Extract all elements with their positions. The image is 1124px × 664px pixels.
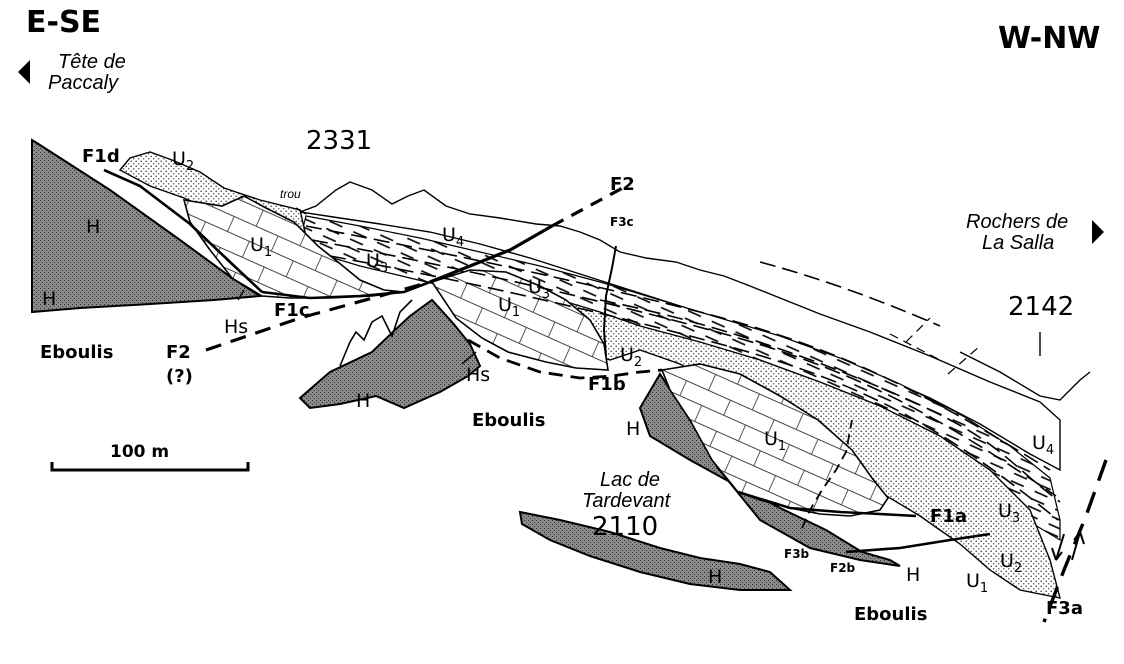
unit-u2-top: U2	[172, 148, 195, 174]
fault-label-f3a: F3a	[1046, 598, 1083, 619]
fault-f3c	[602, 245, 617, 357]
unit-u2-right: U2	[1000, 550, 1023, 576]
unit-u4-top: U4	[442, 224, 465, 250]
background-peaks	[339, 299, 413, 367]
h-body-left	[31, 138, 264, 314]
unit-h-right: H	[626, 418, 641, 440]
tete-de-paccaly-line2: Paccaly	[48, 72, 119, 94]
rochers-de-la-salla-label: Rochers de La Salla	[966, 212, 1068, 254]
tete-de-paccaly-line1: Tête de	[58, 51, 126, 73]
unit-h-bottom: H	[906, 564, 921, 586]
eboulis-centre: Eboulis	[472, 410, 546, 431]
h-body-lake	[518, 510, 793, 591]
fault-label-f1a: F1a	[930, 506, 967, 527]
unit-h-lake: H	[708, 566, 723, 588]
fault-label-f1c: F1c	[274, 300, 310, 321]
eboulis-right: Eboulis	[854, 604, 928, 625]
altitude-2331: 2331	[306, 126, 373, 156]
fault-label-f2-query: (?)	[166, 366, 193, 387]
tete-de-paccaly-label: Tête de Paccaly	[48, 52, 126, 94]
u4-slope-right	[959, 351, 1091, 401]
fault-f2-dashed-upper	[551, 182, 631, 228]
lac-line2: Tardevant	[582, 490, 671, 512]
unit-u3-left: U3	[366, 250, 389, 276]
u2-band-centre	[558, 298, 1061, 599]
arrow-left-icon	[18, 60, 30, 84]
fault-f1c	[261, 280, 431, 300]
u4-scarp-right	[889, 317, 981, 375]
fault-label-f1b: F1b	[588, 374, 626, 395]
fault-f3a	[1042, 459, 1108, 623]
fault-label-f2-top: F2	[610, 174, 635, 195]
h-body-centre	[298, 298, 482, 410]
fault-label-f2b: F2b	[830, 561, 856, 575]
fault-label-f2-left: F2	[166, 342, 191, 363]
unit-h-lower-left: H	[42, 288, 57, 310]
u1-body-centre	[430, 269, 609, 371]
fault-label-f3c: F3c	[610, 215, 634, 229]
trou-label: trou	[280, 187, 301, 201]
scale-bar	[50, 462, 250, 472]
fault-lines	[103, 168, 1108, 623]
unit-u3-right: U3	[998, 500, 1021, 526]
arrow-right-icon	[1092, 220, 1104, 244]
unit-hs-left: Hs	[224, 316, 249, 338]
unit-h-upper-left: H	[86, 216, 101, 238]
unit-u3-centre: U3	[528, 276, 551, 302]
fault-f2b	[845, 532, 991, 554]
fault-f1d	[103, 168, 263, 293]
rochers-line2: La Salla	[982, 232, 1055, 254]
rochers-line1: Rochers de	[966, 211, 1069, 233]
fault-f1a	[737, 490, 917, 518]
unit-u1-centre: U1	[498, 294, 521, 320]
orientation-left-label: E-SE	[26, 5, 102, 40]
u4-crest	[297, 181, 1061, 472]
fault-label-f1d: F1d	[82, 146, 120, 167]
altitude-2110: 2110	[592, 512, 659, 542]
unit-u2-centre: U2	[620, 344, 643, 370]
altitude-2142: 2142	[1008, 292, 1075, 322]
fault-f2-solid	[429, 224, 553, 284]
unit-u4-right: U4	[1032, 432, 1055, 458]
eboulis-left: Eboulis	[40, 342, 114, 363]
fault-label-f3b: F3b	[784, 547, 810, 561]
scale-bar-label: 100 m	[110, 442, 170, 462]
bedding-traces	[305, 225, 1061, 521]
unit-u1-bottom: U1	[966, 570, 989, 596]
fault-f2-dashed-lower	[205, 280, 431, 352]
lac-line1: Lac de	[600, 469, 661, 491]
f3a-motion-arrows	[1051, 531, 1085, 561]
lac-de-tardevant-label: Lac de Tardevant	[582, 470, 670, 512]
unit-u1-right: U1	[764, 428, 787, 454]
fault-f3b	[801, 419, 853, 529]
unit-u1-left: U1	[250, 234, 273, 260]
unit-hs-centre: Hs	[466, 364, 491, 386]
leader-lines	[237, 207, 1041, 365]
unit-h-centre: H	[356, 390, 371, 412]
fault-f1b	[467, 338, 663, 380]
orientation-right-label: W-NW	[998, 21, 1101, 56]
